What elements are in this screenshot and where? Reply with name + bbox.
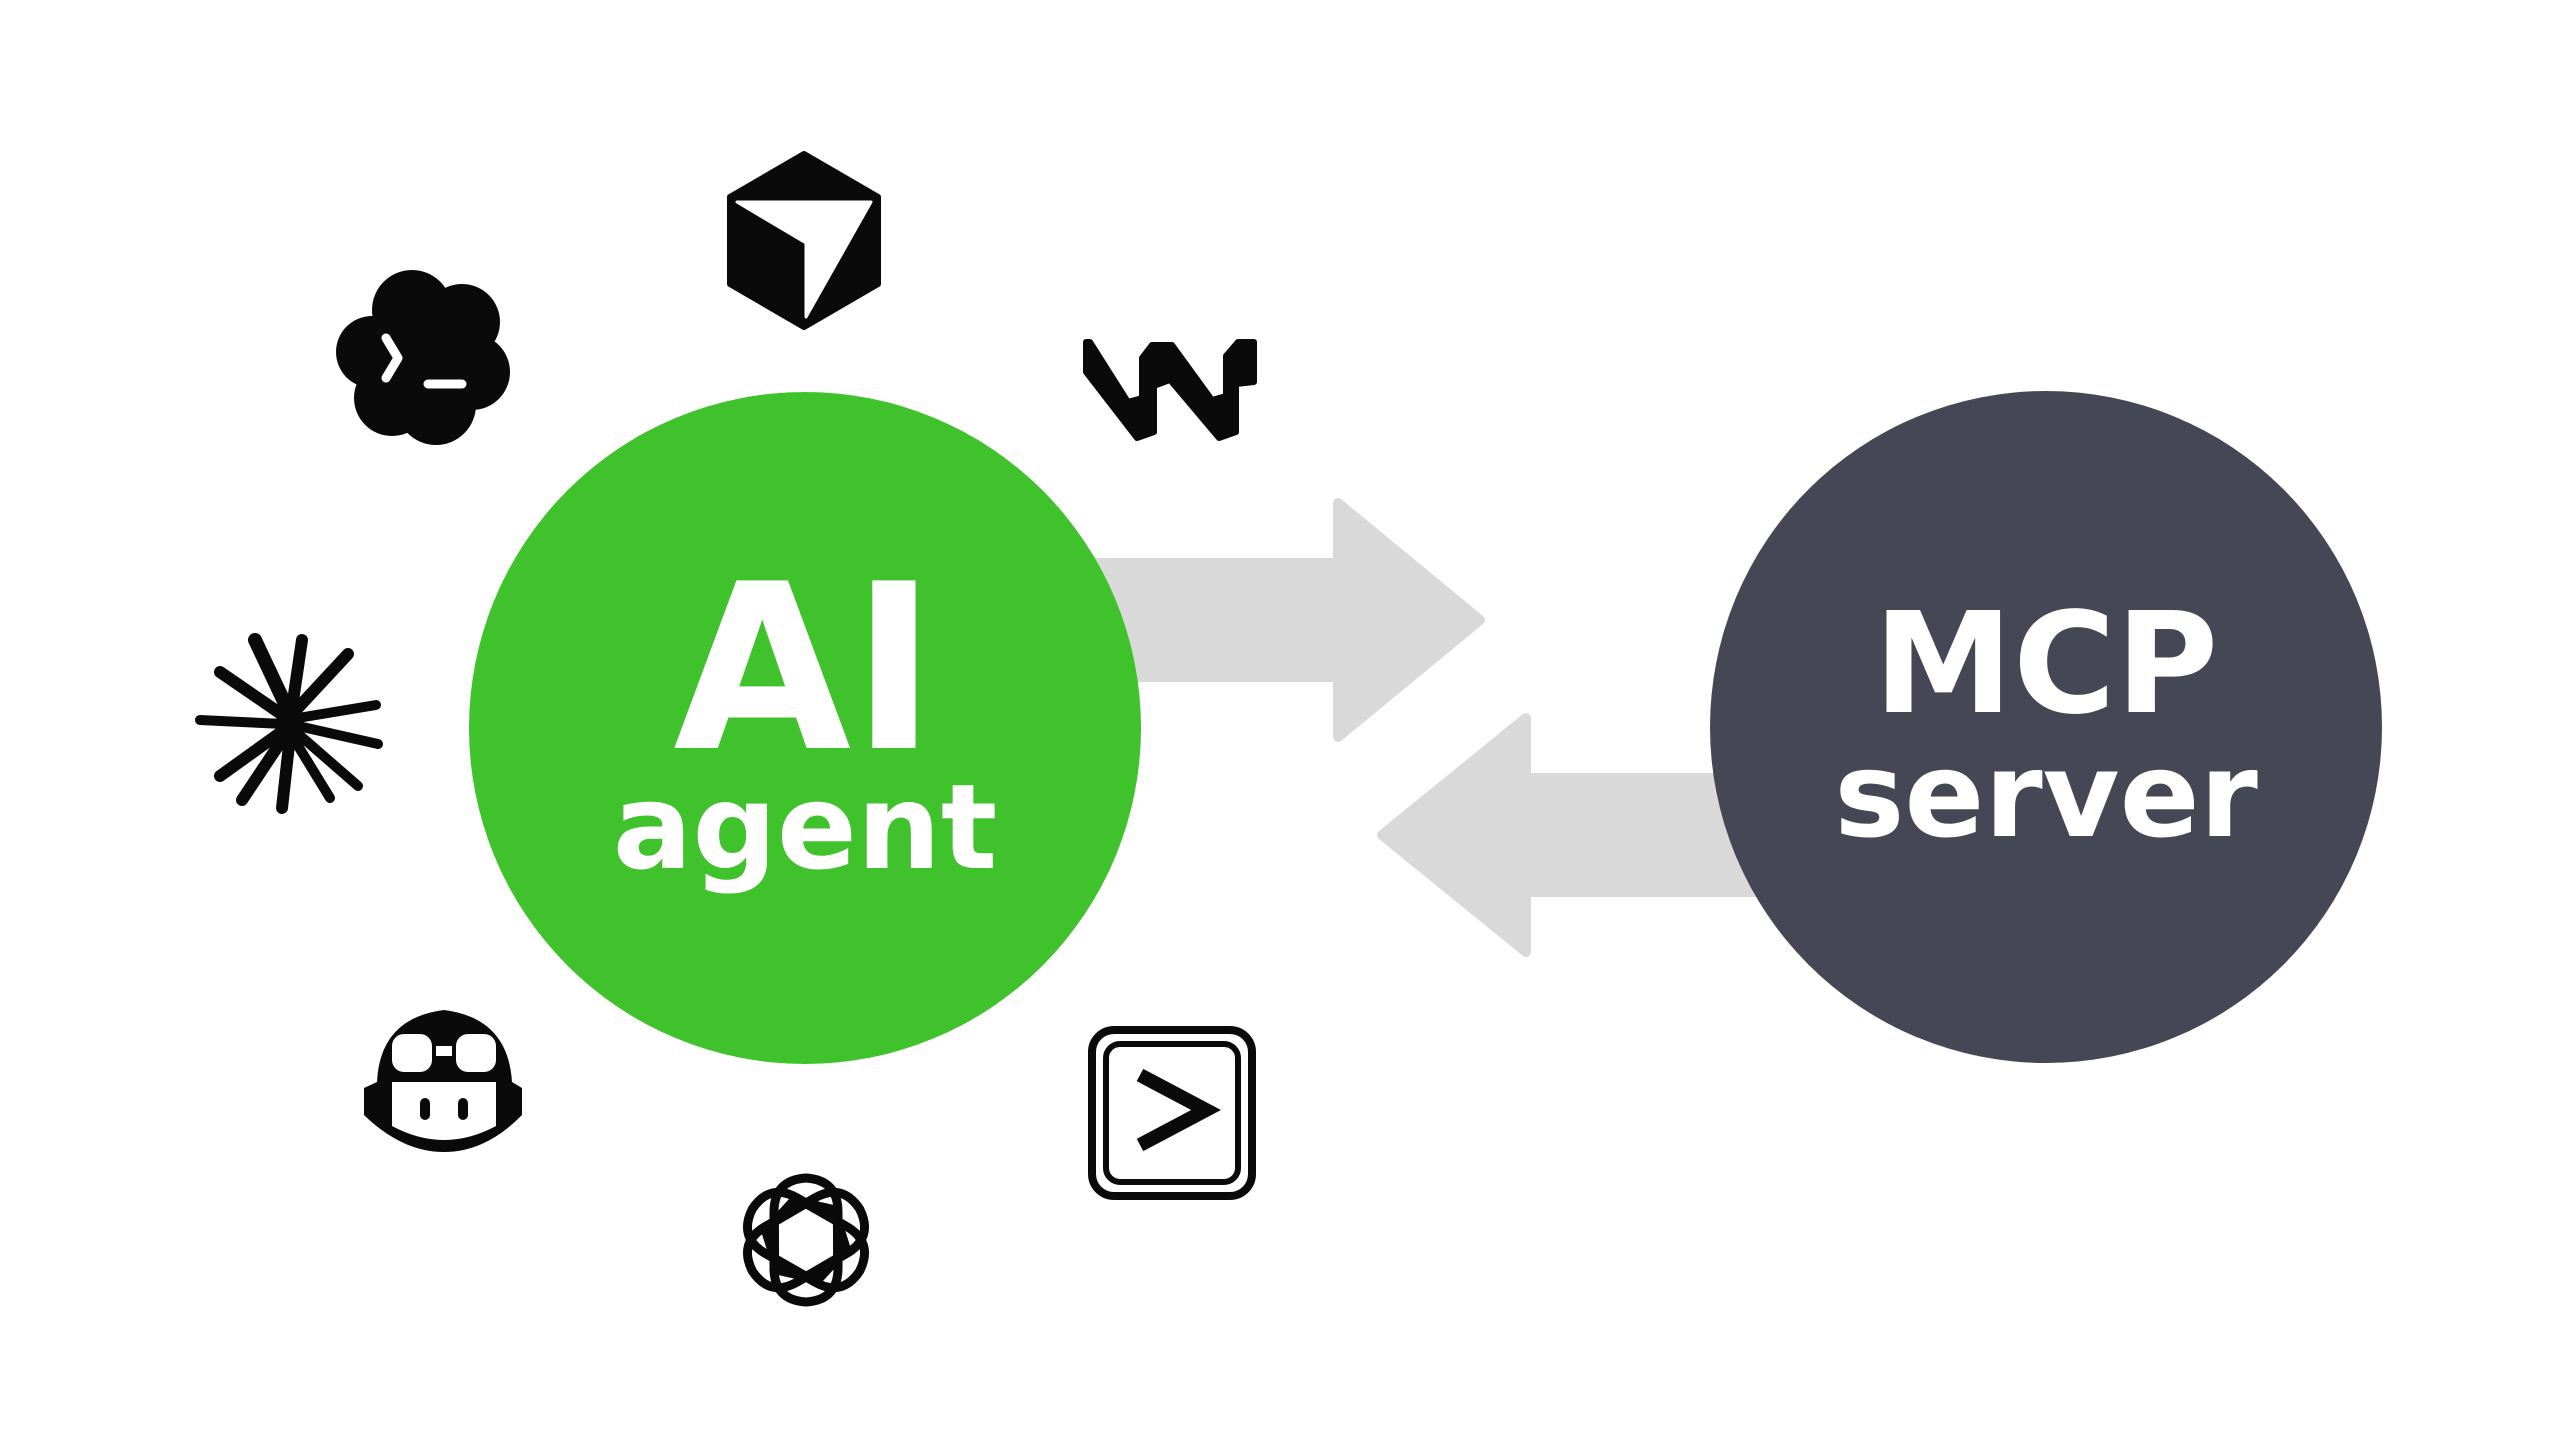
w-logo-icon — [1083, 339, 1257, 441]
cloud-terminal-icon — [336, 270, 510, 445]
ai-agent-subtitle: agent — [613, 758, 998, 896]
mcp-server-node: MCP server — [1710, 391, 2382, 1063]
mcp-server-subtitle: server — [1834, 726, 2258, 864]
cube-logo-icon — [727, 151, 881, 330]
arrow-server-to-agent — [1377, 713, 1785, 957]
terminal-prompt-icon — [1088, 1026, 1256, 1200]
mcp-server-title: MCP — [1874, 583, 2219, 746]
ai-agent-node: AI agent — [469, 392, 1141, 1064]
ai-agent-circle — [469, 392, 1141, 1064]
openai-knot-icon — [743, 1173, 869, 1307]
mcp-server-circle — [1710, 391, 2382, 1063]
robot-face-icon — [364, 1010, 522, 1152]
starburst-logo-icon — [195, 633, 383, 814]
ai-agent-title: AI — [673, 536, 937, 803]
